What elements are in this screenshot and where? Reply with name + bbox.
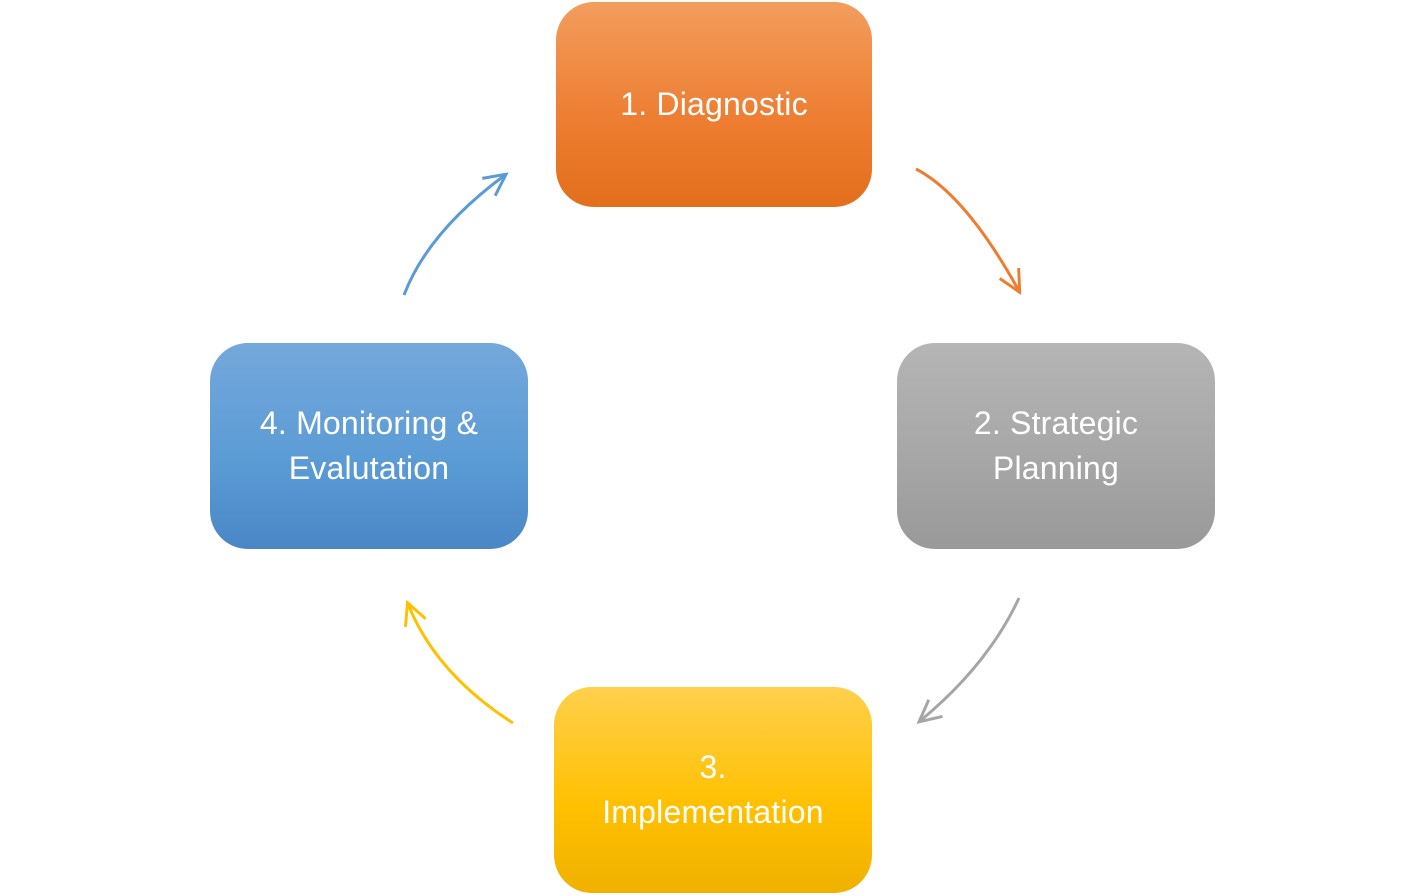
node-diagnostic-label: 1. Diagnostic <box>620 86 808 122</box>
arrow-diagnostic-to-strategic <box>915 167 1019 291</box>
node-implementation: 3. Implementation <box>554 687 872 893</box>
node-monitoring-evaluation-label: 4. Monitoring & Evalutation <box>259 405 479 486</box>
arrow-strategic-to-implementation <box>920 597 1021 721</box>
node-strategic-planning-label: 2. Strategic Planning <box>973 405 1139 486</box>
arrow-implementation-to-monitoring <box>408 604 514 725</box>
node-monitoring-evaluation: 4. Monitoring & Evalutation <box>210 343 528 549</box>
node-diagnostic: 1. Diagnostic <box>556 2 872 207</box>
node-strategic-planning: 2. Strategic Planning <box>897 343 1215 549</box>
arrow-monitoring-to-diagnostic <box>402 175 505 296</box>
node-implementation-label: 3. Implementation <box>602 749 824 830</box>
